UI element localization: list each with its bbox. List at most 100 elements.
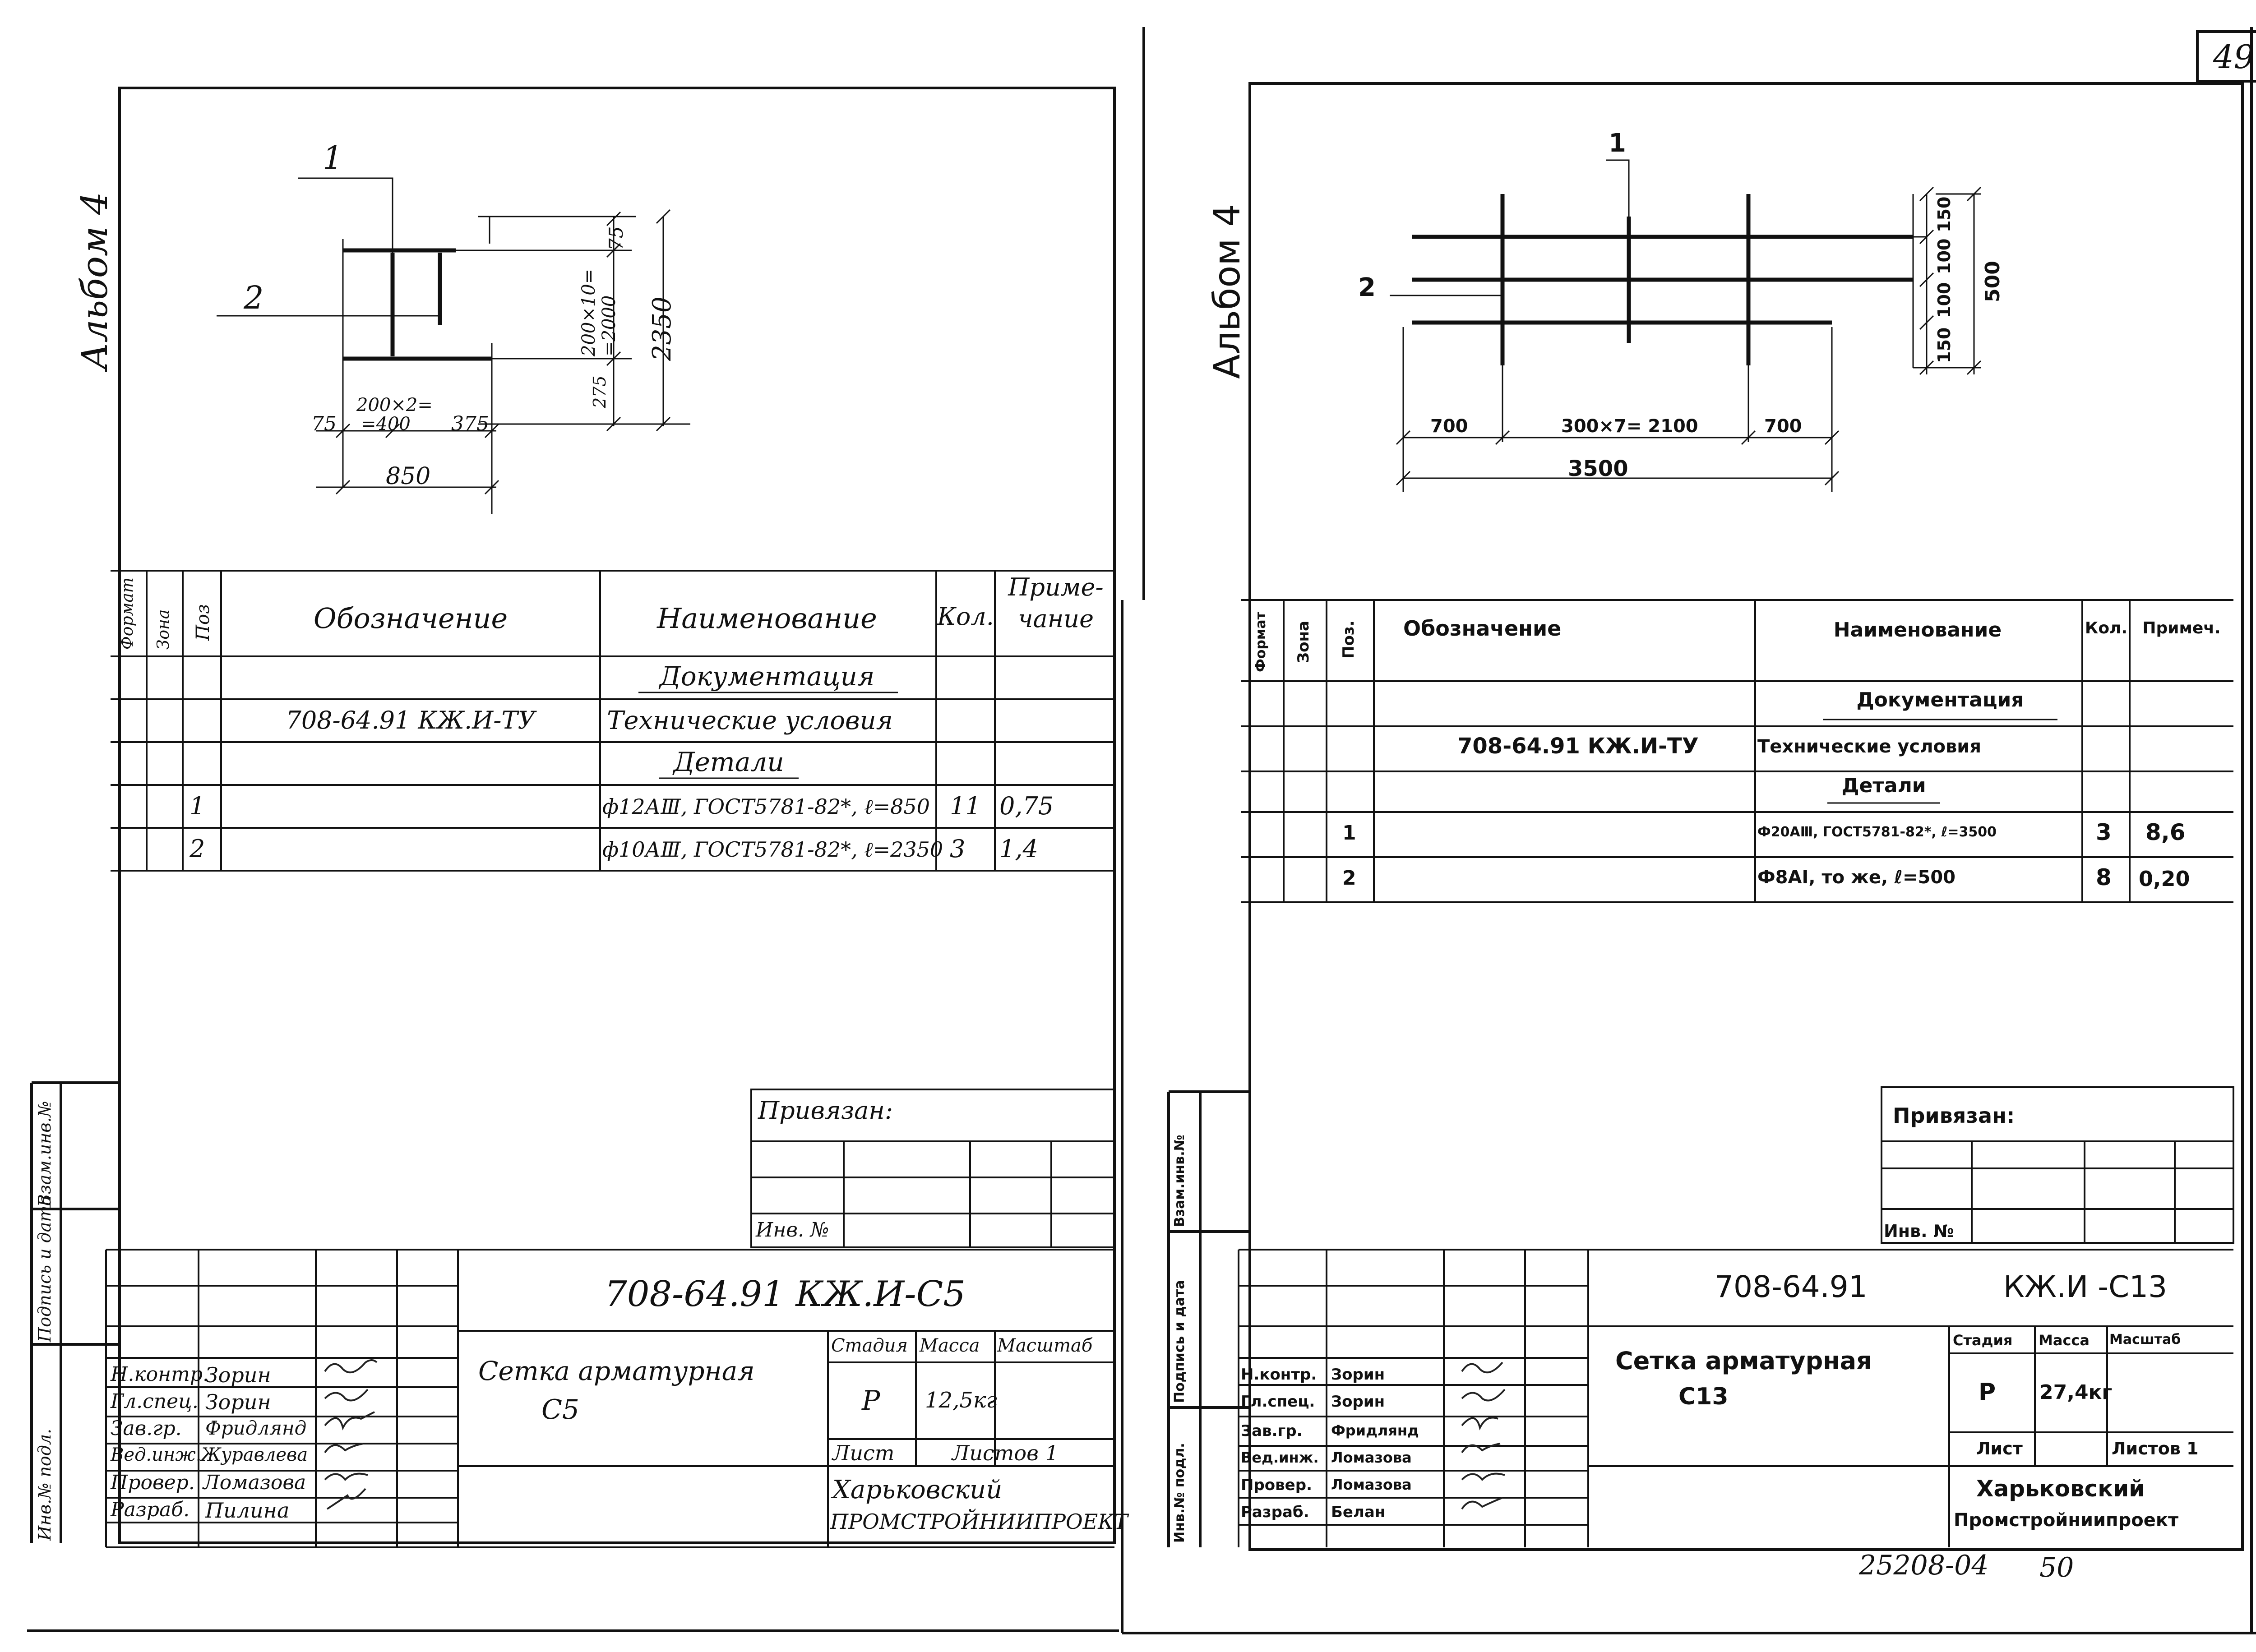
page-number: 49 <box>2213 38 2255 76</box>
right-dim-300x7: 300×7= 2100 <box>1561 416 1698 437</box>
left-role-2: Зав.гр. <box>111 1417 182 1440</box>
right-privyazan: Привязан: <box>1893 1103 2015 1128</box>
right-dim-150b: 150 <box>1934 327 1954 363</box>
right-th-naim: Наименование <box>1833 618 2002 641</box>
left-side-vzam: Взам.инв.№ <box>35 1101 55 1207</box>
left-name-1: Зорин <box>205 1390 271 1414</box>
right-stamp-stadiya: Р <box>1979 1379 1996 1406</box>
right-dim-3500: 3500 <box>1568 456 1628 481</box>
right-name-2: Фридлянд <box>1331 1422 1419 1439</box>
bottom-code: 25208-04 <box>1859 1550 1989 1581</box>
table-row: 3 <box>950 835 966 863</box>
left-dim-275: 275 <box>590 375 610 408</box>
left-th-poz: Поз <box>193 604 213 641</box>
right-name-5: Белан <box>1331 1503 1386 1521</box>
left-stamp-org2: ПРОМСТРОЙНИИПРОЕКТ <box>830 1509 1128 1534</box>
left-stamp-code: 708-64.91 КЖ.И-С5 <box>605 1274 966 1315</box>
left-side-inv-podl: Инв.№ подл. <box>35 1428 55 1541</box>
right-dim-150t: 150 <box>1934 196 1954 232</box>
right-stamp-code2: КЖ.И -С13 <box>2003 1269 2168 1304</box>
table-row: ф10АⅢ, ГОСТ5781-82*, ℓ=2350 <box>602 837 943 862</box>
left-pos1: 1 <box>323 139 343 176</box>
left-side-podpis: Подпись и дата <box>35 1195 55 1342</box>
left-th-format: Формат <box>118 577 137 650</box>
right-doc-oboz: 708-64.91 КЖ.И-ТУ <box>1457 734 1699 759</box>
left-stamp-title2: С5 <box>541 1394 580 1426</box>
table-row: 2 <box>190 835 205 863</box>
left-dim-200x10: 200×10= <box>578 268 599 356</box>
left-dim-200x2: 200×2= <box>356 395 433 415</box>
right-th-prim: Примеч. <box>2142 619 2221 637</box>
right-name-4: Ломазова <box>1331 1476 1412 1493</box>
right-album-label: Альбом 4 <box>1206 204 1248 379</box>
right-name-0: Зорин <box>1331 1366 1385 1384</box>
right-th-format: Формат <box>1253 612 1269 672</box>
left-doc-naim: Технические условия <box>607 706 893 735</box>
right-name-3: Ломазова <box>1331 1449 1412 1466</box>
left-th-kol: Кол. <box>937 602 994 631</box>
left-stamp-title1: Сетка арматурная <box>478 1356 755 1386</box>
table-row: 0,75 <box>999 792 1054 820</box>
left-role-3: Вед.инж. <box>111 1444 202 1465</box>
table-row: Ф20АⅢ, ГОСТ5781-82*, ℓ=3500 <box>1757 824 1997 840</box>
right-sec-det: Детали <box>1841 774 1926 797</box>
left-doc-oboz: 708-64.91 КЖ.И-ТУ <box>286 706 536 734</box>
left-name-5: Пилина <box>205 1498 290 1523</box>
left-dim-400: =400 <box>361 414 411 434</box>
right-th-poz: Поз. <box>1340 620 1358 659</box>
right-stamp-massa-h: Масса <box>2039 1332 2090 1349</box>
left-stamp-org1: Харьковский <box>832 1475 1003 1504</box>
right-th-zona: Зона <box>1294 621 1313 663</box>
right-dim-700r: 700 <box>1764 416 1802 437</box>
right-dim-500: 500 <box>1981 261 2004 302</box>
left-sec-doc: Документация <box>659 661 875 692</box>
right-side-podpis: Подпись и дата <box>1172 1280 1188 1403</box>
left-th-prim1: Приме- <box>1008 573 1104 601</box>
right-dim-100a: 100 <box>1934 238 1954 274</box>
left-th-naim: Наименование <box>657 602 877 635</box>
left-stamp-listov-h: Листов 1 <box>952 1441 1059 1465</box>
left-role-4: Провер. <box>111 1471 195 1494</box>
right-stamp-title1: Сетка арматурная <box>1615 1347 1872 1375</box>
left-name-3: Журавлева <box>201 1444 308 1465</box>
left-name-2: Фридлянд <box>205 1417 307 1439</box>
table-row: 1 <box>190 792 205 820</box>
right-pos2: 2 <box>1358 273 1376 302</box>
left-stamp-list-h: Лист <box>832 1441 895 1465</box>
right-role-2: Зав.гр. <box>1241 1422 1303 1440</box>
left-inv-no: Инв. № <box>756 1218 829 1241</box>
right-role-5: Разраб. <box>1241 1503 1309 1521</box>
left-name-0: Зорин <box>205 1363 271 1387</box>
left-dim-2350: 2350 <box>647 296 677 361</box>
left-th-oboz: Обозначение <box>313 602 508 635</box>
left-dim-75: 75 <box>311 412 337 435</box>
right-stamp-list-h: Лист <box>1976 1439 2023 1458</box>
bottom-page: 50 <box>2039 1552 2074 1583</box>
table-row: 8,6 <box>2145 819 2186 845</box>
right-side-inv-podl: Инв.№ подл. <box>1172 1443 1188 1543</box>
right-stamp-title2: С13 <box>1678 1383 1729 1410</box>
right-role-3: Вед.инж. <box>1241 1449 1319 1466</box>
right-stamp-listov-h: Листов 1 <box>2112 1439 2199 1458</box>
left-stamp-stadiya: Р <box>862 1385 880 1417</box>
left-pos2: 2 <box>244 279 264 316</box>
right-sec-doc: Документация <box>1856 688 2024 711</box>
right-role-1: Гл.спец. <box>1241 1393 1315 1411</box>
right-dim-700l: 700 <box>1430 416 1468 437</box>
table-row: 1,4 <box>999 835 1038 863</box>
left-role-1: Гл.спец. <box>111 1390 199 1413</box>
right-th-kol: Кол. <box>2085 619 2128 637</box>
right-side-vzam: Взам.инв.№ <box>1172 1135 1188 1227</box>
left-name-4: Ломазова <box>203 1471 306 1494</box>
left-dim-2000: =2000 <box>599 295 619 356</box>
right-stamp-masshtab-h: Масштаб <box>2109 1332 2181 1347</box>
left-th-prim2: чание <box>1017 605 1094 633</box>
table-row: 0,20 <box>2139 867 2190 891</box>
left-th-zona: Зона <box>154 609 173 650</box>
table-row: 1 <box>1342 821 1356 844</box>
table-row: 8 <box>2096 864 2112 891</box>
right-pos1: 1 <box>1609 129 1626 158</box>
right-doc-naim: Технические условия <box>1757 736 1981 757</box>
left-album-label: Альбом 4 <box>74 192 116 370</box>
